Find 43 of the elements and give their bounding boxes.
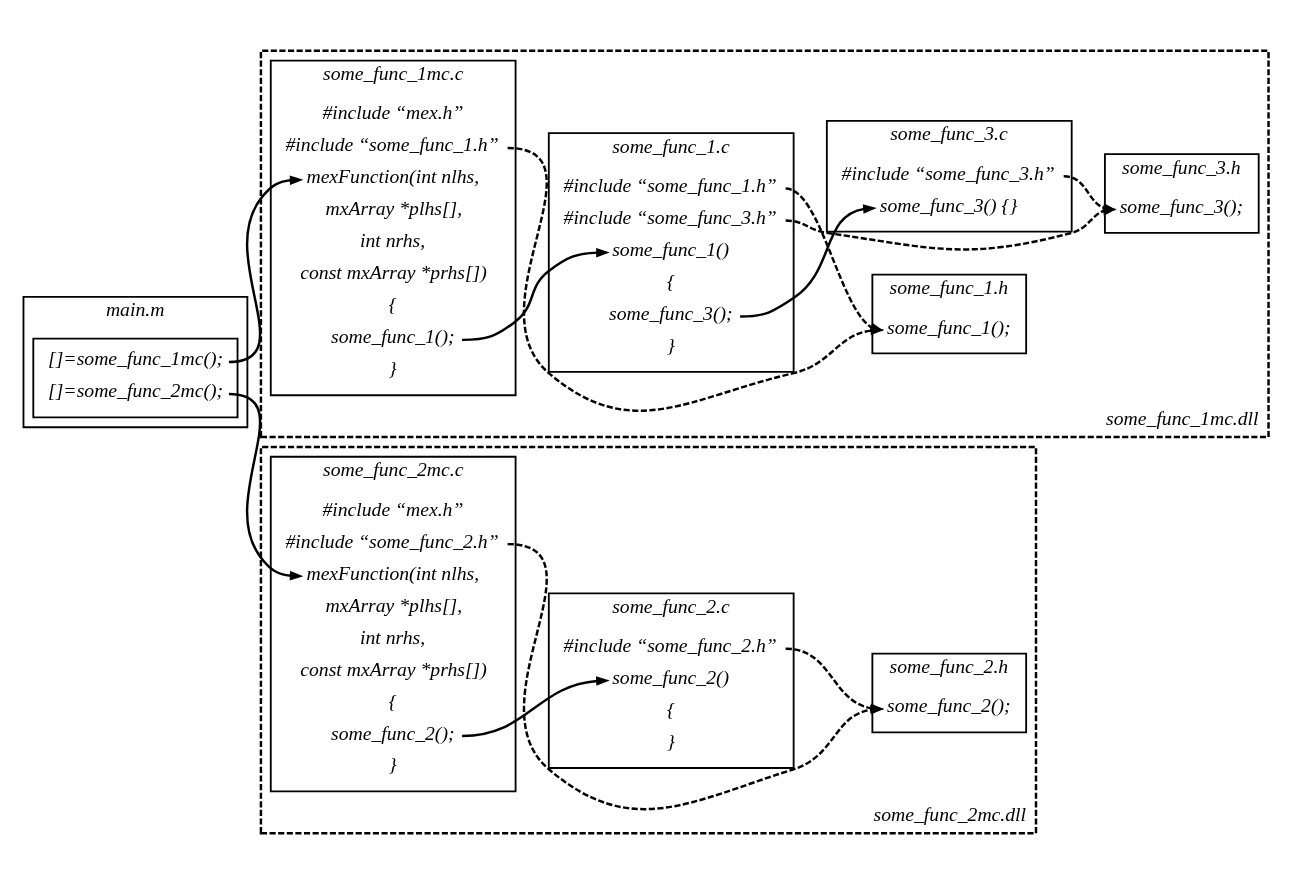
node-text: #include “some_func_2.h”	[285, 529, 499, 552]
node-text: #include “some_func_3.h”	[563, 205, 777, 228]
node-text: int nrhs,	[359, 625, 426, 648]
node-text: #include “some_func_2.h”	[563, 634, 777, 657]
node-text: {	[666, 698, 675, 721]
node-text: []=some_func_1mc();	[48, 347, 224, 370]
node-text: #include “mex.h”	[322, 497, 464, 520]
node-text: const mxArray *prhs[])	[300, 657, 487, 680]
arrow	[1063, 175, 1117, 213]
node-text: mxArray *plhs[],	[325, 593, 463, 616]
node-text: some_func_1();	[887, 315, 1011, 338]
arrow	[462, 676, 610, 738]
node-text: }	[666, 730, 675, 753]
node-text: #include “some_func_1.h”	[285, 133, 499, 156]
arrow	[462, 247, 610, 342]
node-text: some_func_3();	[1119, 194, 1244, 217]
node-text: }	[388, 357, 397, 380]
node-text: []=some_func_2mc();	[48, 379, 224, 402]
node-text: #include “mex.h”	[322, 101, 464, 124]
node-text: mexFunction(int nlhs,	[306, 561, 480, 584]
node-text: const mxArray *prhs[])	[300, 261, 487, 284]
node-text: int nrhs,	[359, 229, 426, 252]
node-text: }	[666, 333, 675, 356]
node-text: {	[388, 689, 397, 712]
node-text: mexFunction(int nlhs,	[306, 165, 480, 188]
arrow	[740, 204, 877, 318]
cluster	[32, 337, 239, 419]
arrow	[228, 392, 304, 581]
arrow	[785, 187, 884, 332]
node-text: some_func_1()	[612, 237, 730, 260]
node-text: }	[388, 753, 397, 776]
arrow	[228, 175, 304, 364]
node-text: {	[666, 269, 675, 292]
node-text: some_func_2();	[887, 694, 1011, 717]
node-text: some_func_2()	[612, 666, 730, 689]
node-text: some_func_2();	[331, 721, 455, 744]
node-text: #include “some_func_3.h”	[841, 161, 1055, 184]
node-text: some_func_3() {}	[879, 193, 1018, 216]
node-text: {	[388, 293, 397, 316]
node-text: #include “some_func_1.h”	[563, 174, 777, 196]
node-text: some_func_1();	[331, 325, 455, 348]
node-text: mxArray *plhs[],	[325, 197, 463, 220]
node-text: some_func_3();	[609, 301, 733, 324]
